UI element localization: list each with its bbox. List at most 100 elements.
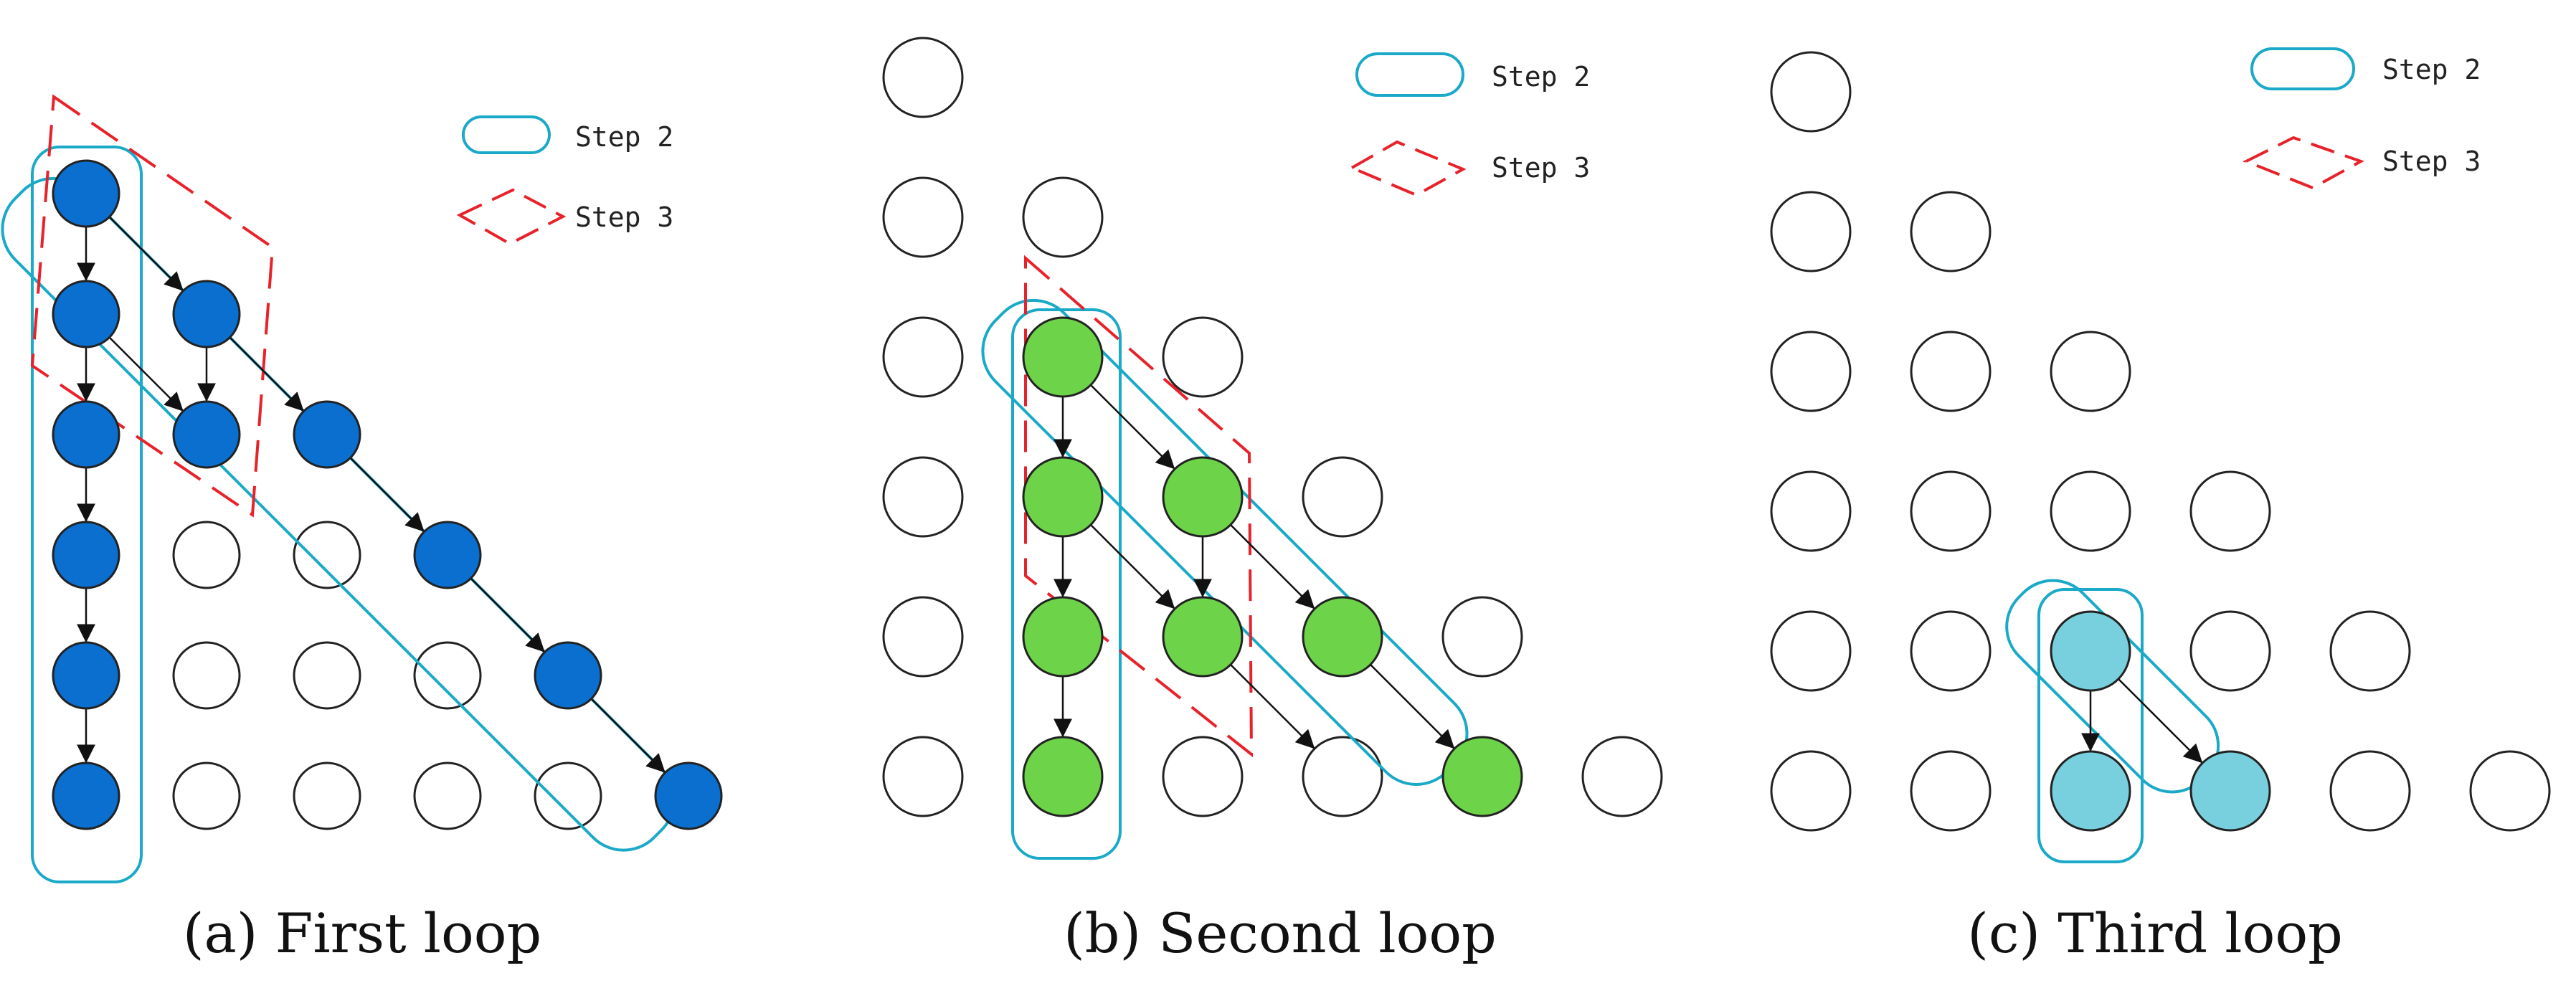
empty-node: [1162, 736, 1244, 817]
active-node: [2050, 610, 2131, 692]
active-node: [413, 521, 482, 589]
active-node: [52, 641, 120, 710]
empty-node: [293, 641, 361, 710]
active-node: [1441, 736, 1523, 817]
panel-a-step3-region: [30, 94, 275, 518]
empty-node: [882, 316, 964, 398]
panel-a-legend-step2-icon: [462, 115, 551, 154]
active-node: [1302, 596, 1383, 678]
panel-c-legend-step2-label: Step 2: [2382, 54, 2481, 85]
panel-a-edges: [77, 216, 666, 773]
panel-c-legend-step2-icon: [2250, 47, 2355, 90]
empty-node: [2050, 331, 2131, 412]
active-node: [1162, 596, 1244, 678]
panel-a-step2-diagonal-region: [1, 176, 676, 852]
edge-arrow: [229, 336, 304, 412]
panel-b: Step 2 Step 3 (b) Second loop: [882, 37, 1663, 965]
panel-b-legend: Step 2 Step 3: [1348, 52, 1590, 197]
edge-arrow: [349, 457, 425, 532]
panel-c-caption: (c) Third loop: [1967, 901, 2343, 965]
empty-node: [2189, 470, 2271, 552]
edge-arrow: [590, 698, 666, 773]
panel-b-legend-step2-label: Step 2: [1492, 61, 1590, 92]
empty-node: [1302, 736, 1383, 817]
active-node: [52, 400, 120, 469]
panel-b-legend-step2-icon: [1355, 52, 1464, 97]
empty-node: [1770, 470, 1852, 552]
edge-arrow: [1090, 384, 1175, 470]
active-node: [172, 280, 241, 348]
empty-node: [1910, 331, 1992, 412]
panel-c-empty-nodes: [1770, 51, 2551, 832]
edge-arrow: [108, 216, 184, 291]
empty-node: [1162, 316, 1244, 398]
empty-node: [882, 596, 964, 678]
active-node: [654, 761, 723, 830]
empty-node: [882, 37, 964, 118]
panel-b-empty-nodes: [882, 37, 1663, 817]
empty-node: [172, 521, 241, 589]
empty-node: [413, 641, 482, 710]
empty-node: [1910, 470, 1992, 552]
edge-arrow: [1370, 664, 1455, 749]
panel-c: Step 2 Step 3 (c) Third loop: [1770, 47, 2551, 965]
active-node: [293, 400, 361, 469]
panel-a-empty-nodes: [172, 521, 602, 830]
empty-node: [1302, 456, 1383, 538]
panel-c-legend-step3-label: Step 3: [2382, 146, 2481, 177]
panel-a-step2-column-region: [31, 146, 143, 883]
active-node: [2189, 750, 2271, 832]
empty-node: [172, 761, 241, 830]
empty-node: [1770, 331, 1852, 412]
panel-a-active-nodes: [52, 159, 723, 830]
empty-node: [2050, 470, 2131, 552]
edge-arrow: [1090, 524, 1175, 609]
active-node: [1022, 596, 1104, 678]
panel-b-caption: (b) Second loop: [1064, 901, 1497, 965]
empty-node: [882, 736, 964, 817]
edge-arrow: [1230, 524, 1315, 609]
empty-node: [1910, 750, 1992, 832]
empty-node: [1022, 176, 1104, 258]
empty-node: [882, 456, 964, 538]
active-node: [52, 521, 120, 589]
edge-arrow: [1230, 664, 1315, 749]
active-node: [2050, 750, 2131, 832]
empty-node: [1770, 191, 1852, 272]
empty-node: [1581, 736, 1663, 817]
panel-a-legend-step3-label: Step 3: [575, 201, 673, 233]
edge-arrow: [108, 336, 184, 412]
empty-node: [1441, 596, 1523, 678]
edge-arrow: [470, 577, 545, 653]
empty-node: [1770, 610, 1852, 692]
panel-a-caption: (a) First loop: [183, 901, 541, 965]
panel-b-legend-step3-icon: [1348, 140, 1467, 197]
active-node: [52, 761, 120, 830]
panel-b-edges: [1053, 384, 1455, 749]
active-node: [1022, 316, 1104, 398]
panel-c-step2-column-region: [2037, 588, 2144, 863]
active-node: [1022, 736, 1104, 817]
empty-node: [2329, 610, 2411, 692]
panel-b-active-nodes: [1022, 316, 1523, 817]
empty-node: [293, 761, 361, 830]
empty-node: [1770, 750, 1852, 832]
empty-node: [293, 521, 361, 589]
active-node: [172, 400, 241, 469]
panel-c-legend-step3-icon: [2243, 136, 2364, 190]
empty-node: [1770, 51, 1852, 133]
active-node: [1162, 456, 1244, 538]
empty-node: [1910, 191, 1992, 272]
empty-node: [172, 641, 241, 710]
empty-node: [2329, 750, 2411, 832]
empty-node: [413, 761, 482, 830]
panel-a-legend-step2-label: Step 2: [575, 121, 673, 153]
empty-node: [1910, 610, 1992, 692]
panel-a-legend-step3-icon: [456, 188, 567, 246]
active-node: [52, 159, 120, 228]
empty-node: [882, 176, 964, 258]
active-node: [52, 280, 120, 348]
panel-a-legend: Step 2 Step 3: [456, 115, 673, 246]
active-node: [534, 641, 602, 710]
